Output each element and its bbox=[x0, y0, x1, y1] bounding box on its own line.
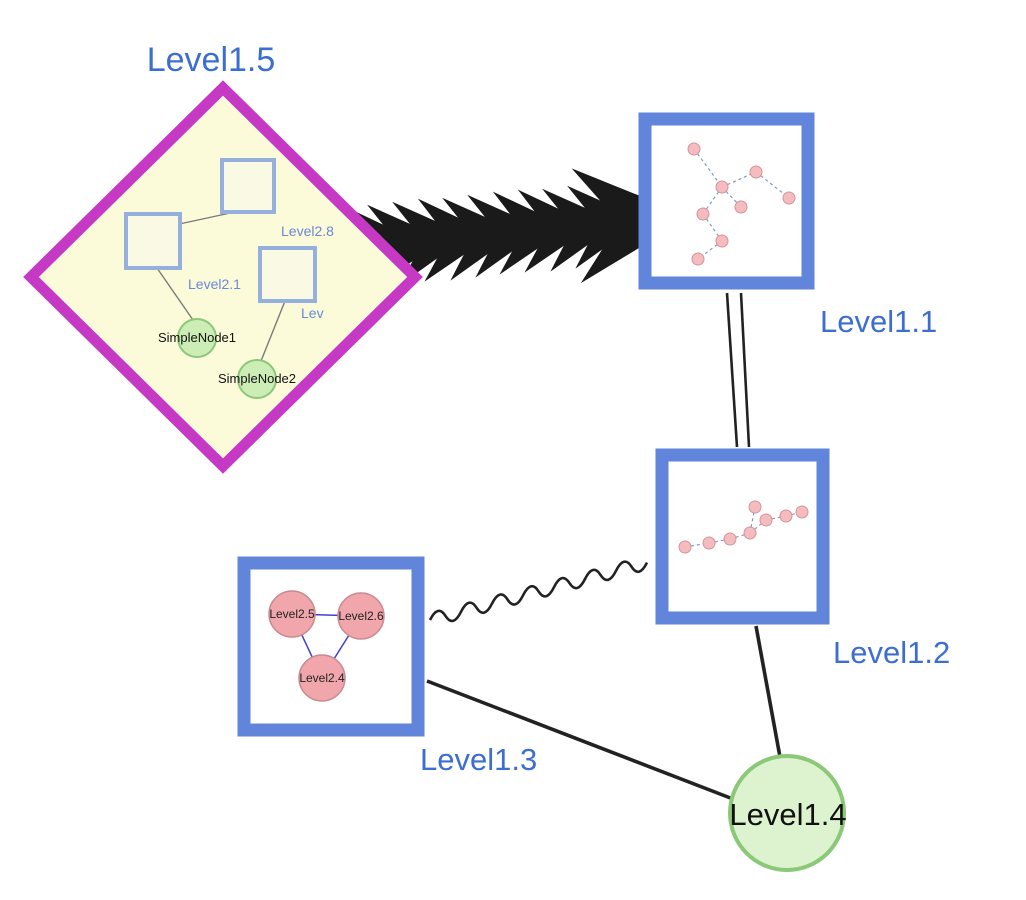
node-simplenode1[interactable]: SimpleNode1 bbox=[158, 318, 236, 358]
mini-node[interactable] bbox=[743, 526, 757, 540]
edge-level2x-simplenode2[interactable] bbox=[260, 300, 286, 362]
mini-node[interactable] bbox=[696, 207, 710, 221]
mini-node[interactable] bbox=[715, 180, 729, 194]
level1-1-mini-graph bbox=[687, 142, 796, 266]
mini-node[interactable] bbox=[691, 252, 705, 266]
level1-2-mini-graph bbox=[678, 500, 809, 554]
node-level1-1-label: Level1.1 bbox=[820, 304, 937, 339]
edge-level11-to-level12[interactable] bbox=[725, 292, 751, 448]
node-simplenode2[interactable]: SimpleNode2 bbox=[218, 359, 296, 399]
node-level2-4-label: Level2.4 bbox=[299, 671, 345, 685]
node-level2-1-label: Level2.1 bbox=[188, 276, 241, 292]
node-level2-1[interactable]: Level2.1 bbox=[124, 212, 241, 292]
mini-node[interactable] bbox=[748, 500, 762, 514]
node-level1-1[interactable]: Level1.1 bbox=[638, 112, 937, 339]
mini-node[interactable] bbox=[795, 505, 809, 519]
mini-node[interactable] bbox=[678, 540, 692, 554]
node-level1-4-label: Level1.4 bbox=[729, 797, 846, 832]
node-level1-4[interactable]: Level1.4 bbox=[728, 754, 847, 872]
mini-node[interactable] bbox=[749, 165, 763, 179]
mini-node[interactable] bbox=[687, 142, 701, 156]
node-level1-3-label: Level1.3 bbox=[420, 742, 537, 777]
node-simplenode1-label: SimpleNode1 bbox=[158, 330, 236, 345]
node-level2-6[interactable]: Level2.6 bbox=[337, 592, 385, 640]
mini-node[interactable] bbox=[723, 532, 737, 546]
mini-node[interactable] bbox=[759, 513, 773, 527]
edge-level13-to-level12[interactable] bbox=[428, 560, 649, 623]
node-level1-2-label: Level1.2 bbox=[833, 635, 950, 670]
node-level1-5[interactable]: Level1.5 Level2.8 Level2.1 Lev SimpleN bbox=[23, 41, 423, 474]
node-simplenode2-label: SimpleNode2 bbox=[218, 371, 296, 386]
node-level2-x[interactable]: Lev bbox=[258, 246, 324, 321]
node-level2-x-label: Lev bbox=[301, 305, 324, 321]
node-level1-5-label: Level1.5 bbox=[147, 41, 276, 79]
mini-node[interactable] bbox=[779, 509, 793, 523]
node-level2-5-label: Level2.5 bbox=[269, 607, 315, 621]
mini-node[interactable] bbox=[715, 234, 729, 248]
node-level2-8-label: Level2.8 bbox=[281, 223, 334, 239]
edge-level13-to-level14[interactable] bbox=[426, 679, 734, 801]
node-level2-8[interactable]: Level2.8 bbox=[220, 158, 334, 239]
edge-level12-to-level14[interactable] bbox=[754, 625, 782, 758]
node-level2-4[interactable]: Level2.4 bbox=[298, 654, 346, 702]
edge-level15-to-level11[interactable] bbox=[342, 168, 692, 289]
node-level1-3[interactable]: Level2.5 Level2.6 Level2.4 Level1.3 bbox=[237, 556, 537, 777]
level1-3-mini-graph: Level2.5 Level2.6 Level2.4 bbox=[268, 590, 385, 702]
mini-node[interactable] bbox=[734, 200, 748, 214]
node-level2-6-label: Level2.6 bbox=[338, 609, 384, 623]
mini-node[interactable] bbox=[782, 191, 796, 205]
mini-node[interactable] bbox=[702, 536, 716, 550]
node-level1-2[interactable]: Level1.2 bbox=[655, 448, 950, 670]
node-level2-5[interactable]: Level2.5 bbox=[268, 590, 316, 638]
edge-level21-simplenode1[interactable] bbox=[156, 267, 194, 321]
